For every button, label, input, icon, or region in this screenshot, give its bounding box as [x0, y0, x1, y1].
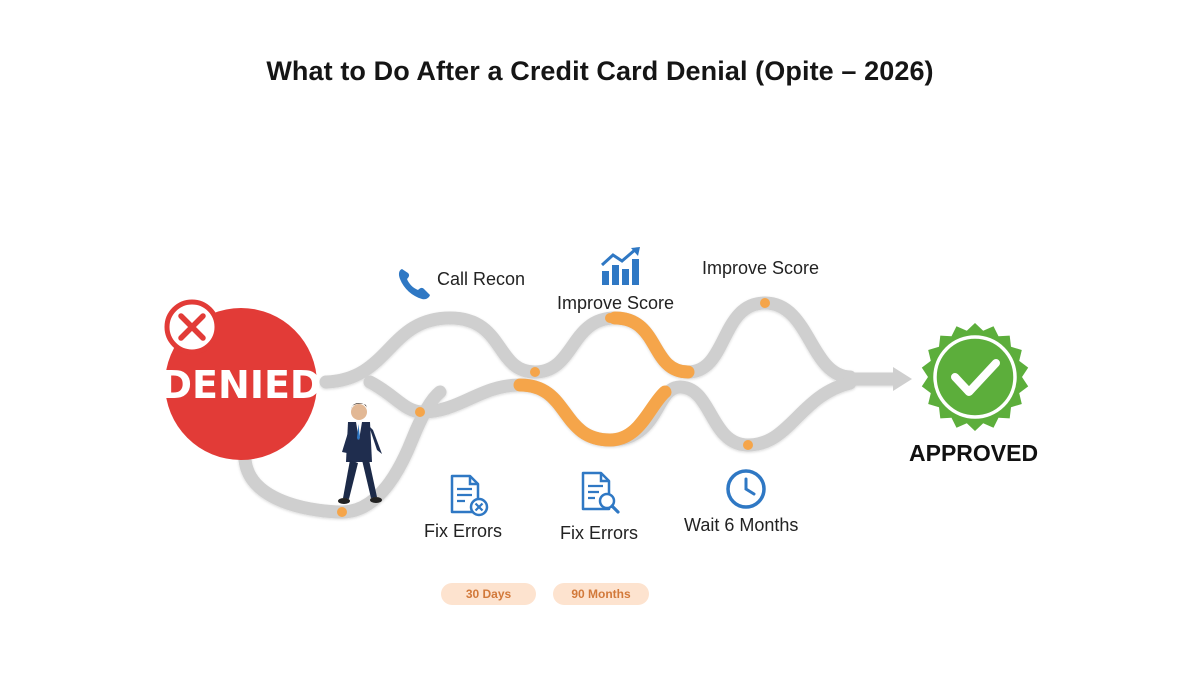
- timeline-pill-30-days: 30 Days: [441, 583, 536, 605]
- phone-icon: [398, 269, 430, 300]
- approved-seal-icon: [921, 323, 1029, 431]
- arrow-head: [893, 367, 912, 391]
- step-label-fix-errors-2: Fix Errors: [560, 523, 638, 543]
- highlight-bottom: [513, 378, 672, 447]
- path-marker: [415, 407, 425, 417]
- document-x-icon: [450, 474, 489, 517]
- path-marker: [530, 367, 540, 377]
- document-search-icon: [581, 471, 620, 514]
- path-marker: [681, 367, 691, 377]
- step-label-call-recon: Call Recon: [437, 269, 526, 289]
- clock-icon: [726, 469, 766, 509]
- path-marker: [337, 507, 347, 517]
- denied-label: DENIED: [161, 363, 322, 407]
- approved-label: APPROVED: [909, 440, 1039, 466]
- businessman-icon: [338, 403, 382, 504]
- step-label-fix-errors-1: Fix Errors: [424, 521, 502, 541]
- x-circle-icon: [164, 299, 220, 355]
- path-marker: [605, 313, 615, 323]
- timeline-pill-90-months: 90 Months: [553, 583, 649, 605]
- step-label-wait-6-months: Wait 6 Months: [684, 515, 799, 535]
- step-label-improve-score-1: Improve Score: [557, 293, 675, 313]
- bar-chart-trend-icon: [600, 247, 640, 285]
- page-title: What to Do After a Credit Card Denial (O…: [266, 56, 934, 86]
- highlight-top: [608, 311, 695, 379]
- step-label-improve-score-2: Improve Score: [702, 258, 820, 278]
- path-top: [319, 296, 857, 389]
- path-marker: [743, 440, 753, 450]
- path-marker: [760, 298, 770, 308]
